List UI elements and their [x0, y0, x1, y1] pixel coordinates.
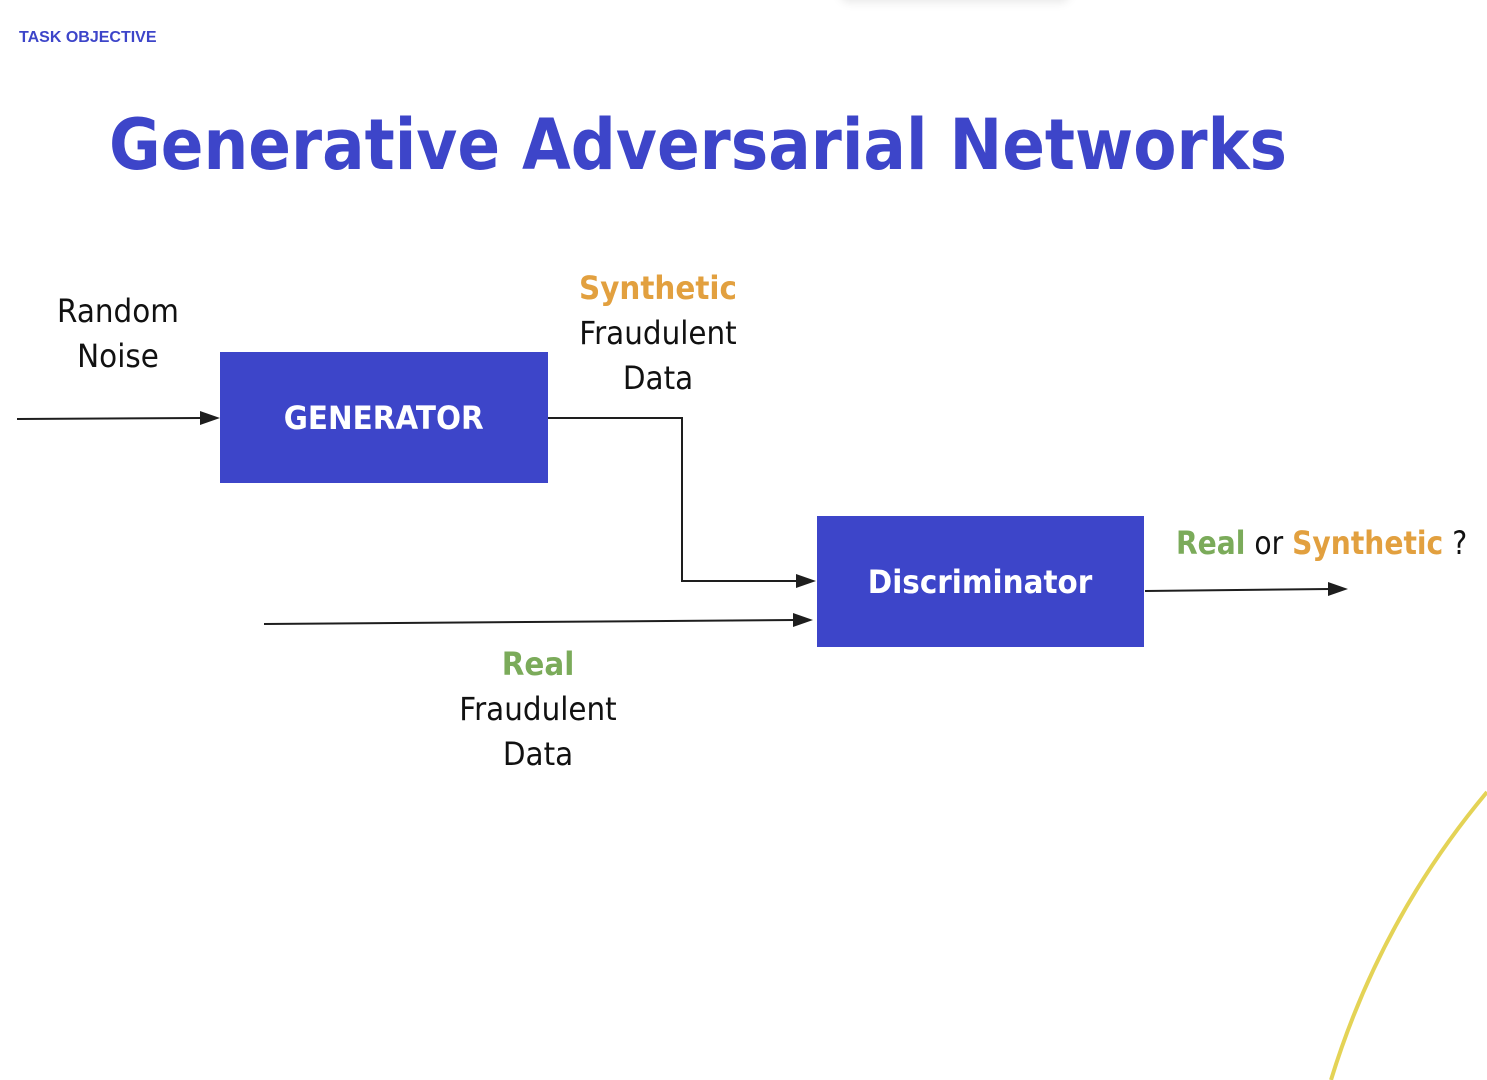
random-noise-line1: Random [57, 292, 179, 330]
arrowhead-icon [1328, 582, 1348, 596]
arrow-generator-to-discriminator [548, 417, 816, 588]
discriminator-label: Discriminator [868, 562, 1093, 601]
arrow-noise-to-generator [16, 411, 220, 425]
arrowhead-icon [200, 411, 220, 425]
generator-label: GENERATOR [284, 398, 484, 437]
synthetic-data-line3: Data [622, 359, 694, 397]
section-label: TASK OBJECTIVE [19, 29, 157, 46]
arrowhead-icon [796, 574, 816, 588]
output-synthetic: Synthetic [1292, 524, 1444, 562]
random-noise-line2: Noise [77, 337, 159, 375]
generator-node: GENERATOR [220, 352, 548, 483]
synthetic-data-line2: Fraudulent [579, 314, 737, 352]
output-label: Real or Synthetic ? [1176, 524, 1467, 562]
arrowhead-icon [793, 613, 813, 627]
real-data-label: Real Fraudulent Data [446, 642, 630, 777]
page-title: Generative Adversarial Networks [109, 104, 1288, 186]
discriminator-node: Discriminator [817, 516, 1144, 647]
synthetic-highlight: Synthetic [579, 269, 737, 307]
real-highlight: Real [501, 645, 575, 683]
output-or: or [1245, 524, 1293, 562]
real-data-line2: Fraudulent [459, 690, 617, 728]
arrow-real-data-to-discriminator [263, 613, 813, 627]
random-noise-label: Random Noise [44, 289, 191, 379]
decorative-yellow-arc [1329, 790, 1487, 1080]
synthetic-data-label: Synthetic Fraudulent Data [566, 266, 750, 401]
real-data-line3: Data [502, 735, 574, 773]
output-question-mark: ? [1443, 524, 1468, 562]
output-real: Real [1176, 524, 1246, 562]
arrow-discriminator-to-output [1144, 582, 1348, 596]
